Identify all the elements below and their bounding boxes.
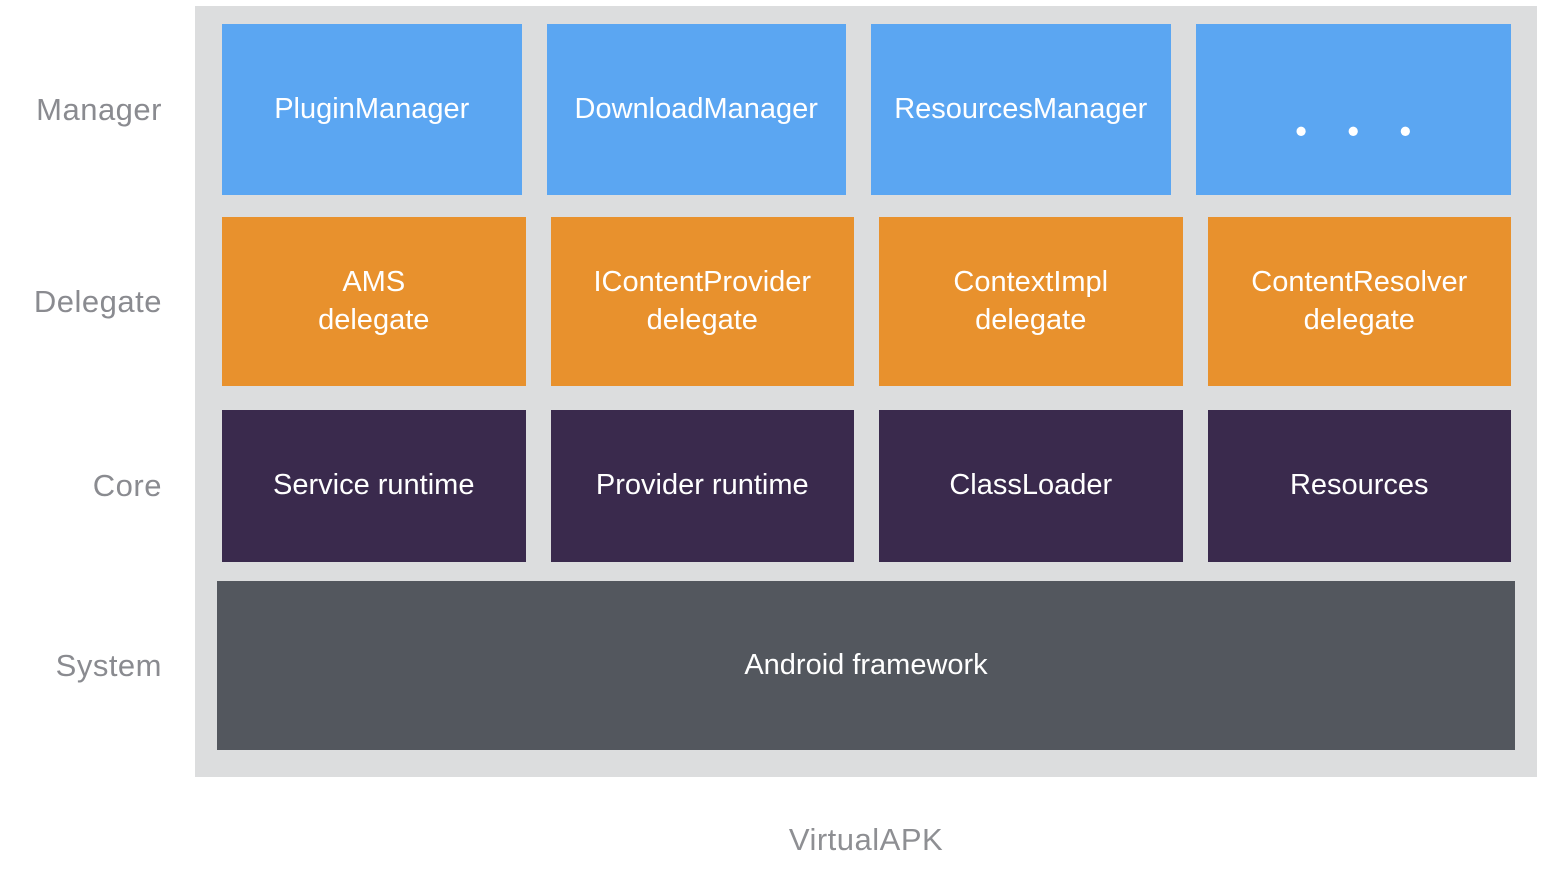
box-contentresolver-delegate: ContentResolver delegate [1207,217,1511,386]
layer-label-manager: Manager [36,91,162,127]
box-service-runtime: Service runtime [222,410,526,562]
layer-label-system: System [55,647,162,683]
box-plugin-manager: PluginManager [222,24,522,195]
box-android-framework: Android framework [217,581,1515,750]
delegate-row: AMS delegate IContentProvider delegate C… [222,217,1511,386]
box-provider-runtime: Provider runtime [550,410,854,562]
box-icontentprovider-delegate: IContentProvider delegate [550,217,854,386]
box-more-managers-ellipsis: • • • [1195,24,1511,195]
box-resources: Resources [1207,410,1511,562]
diagram-caption: VirtualAPK [788,822,944,857]
manager-row: PluginManager DownloadManager ResourcesM… [222,24,1511,195]
box-classloader: ClassLoader [879,410,1183,562]
box-ams-delegate: AMS delegate [222,217,526,386]
diagram-panel: PluginManager DownloadManager ResourcesM… [195,6,1537,777]
box-resources-manager: ResourcesManager [871,24,1171,195]
box-contextimpl-delegate: ContextImpl delegate [879,217,1183,386]
box-download-manager: DownloadManager [546,24,846,195]
layer-label-core: Core [92,468,162,503]
core-row: Service runtime Provider runtime ClassLo… [222,410,1511,562]
layer-label-delegate: Delegate [33,283,162,319]
